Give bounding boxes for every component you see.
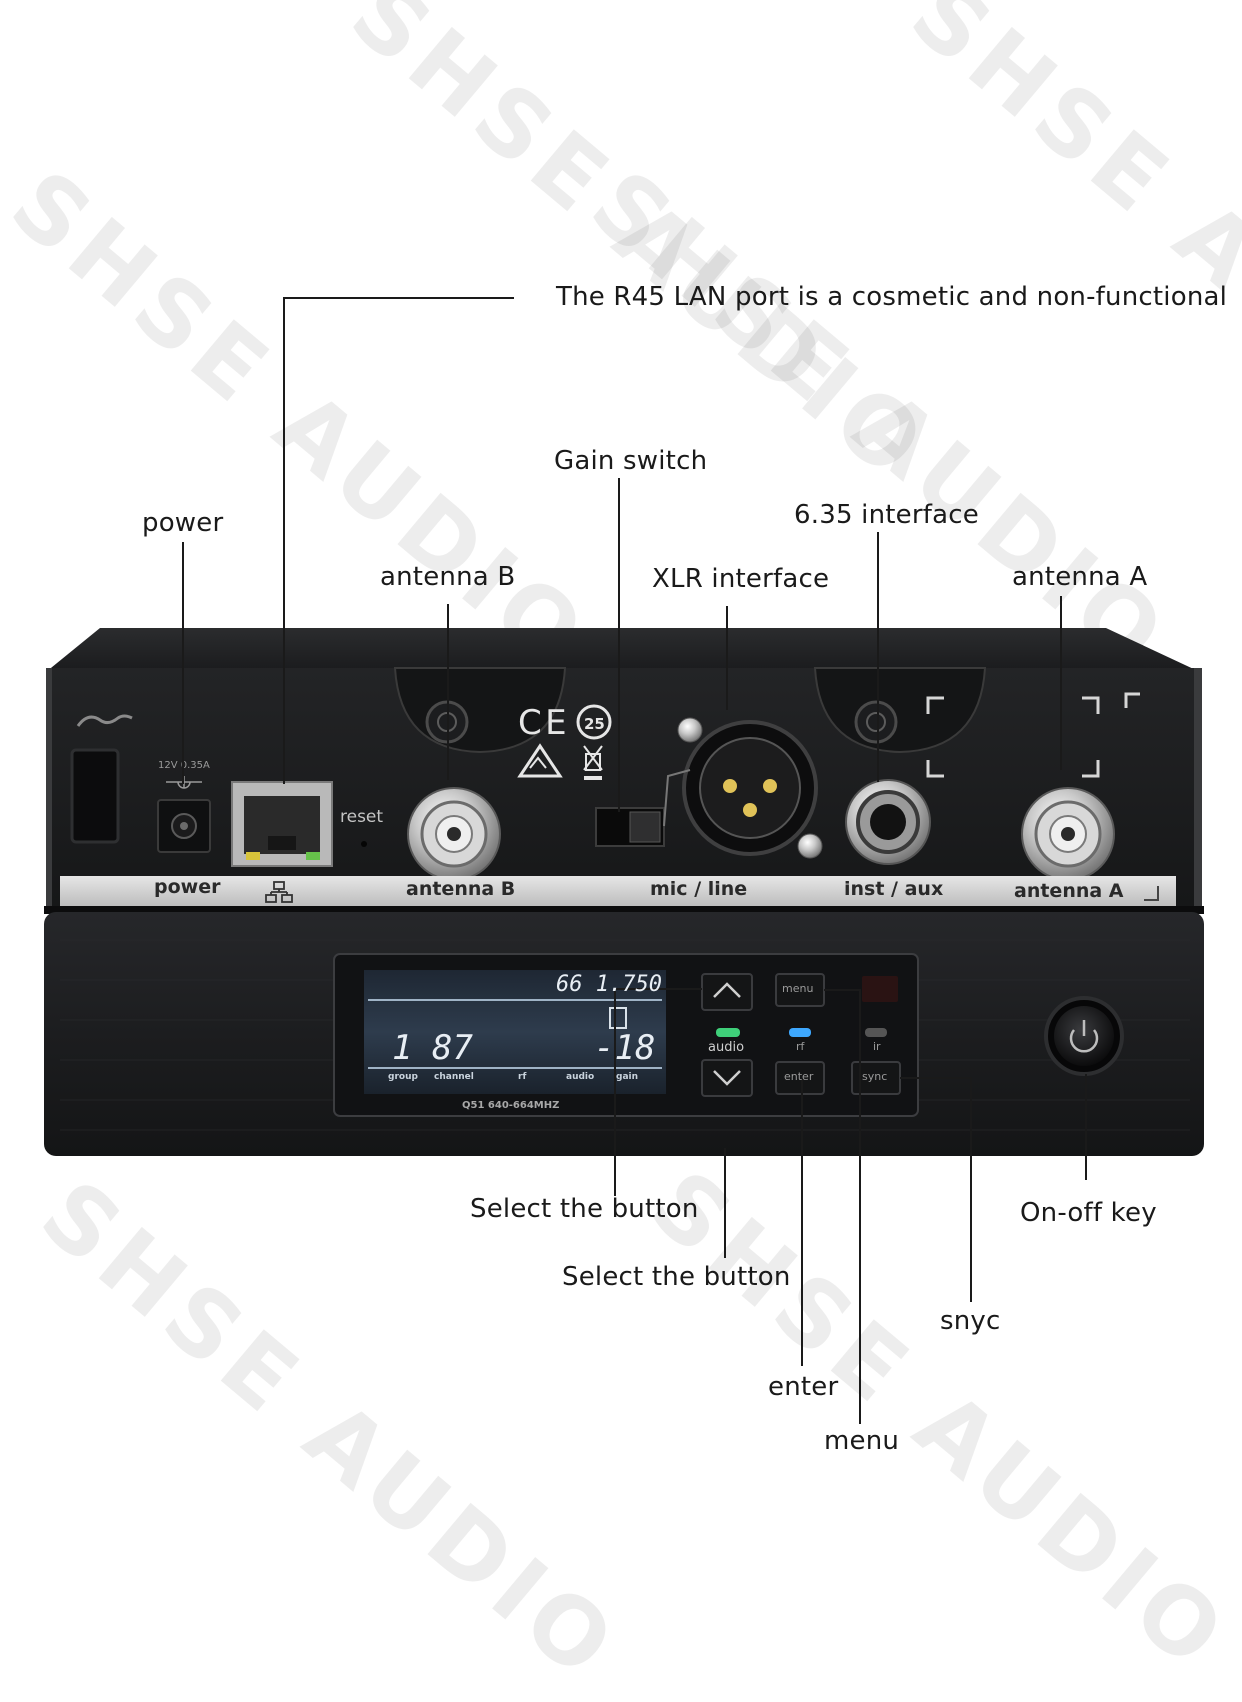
ir-window xyxy=(862,976,898,1002)
leader-lines xyxy=(182,297,1087,1424)
rear-antenna-a-label: antenna A xyxy=(1014,880,1124,902)
gain-switch-callout: Gain switch xyxy=(554,446,708,476)
gain-switch-slider xyxy=(629,811,661,843)
power-callout: power xyxy=(142,508,224,538)
rf-led-label: rf xyxy=(796,1040,805,1053)
select-button-down-callout: Select the button xyxy=(562,1262,791,1292)
menu-button-label: menu xyxy=(782,982,814,995)
jack-635-connector[interactable] xyxy=(845,779,931,865)
antenna-a-connector[interactable] xyxy=(1021,787,1115,881)
lcd-gain-value: -18 xyxy=(594,1028,656,1068)
jack-interface-callout: 6.35 interface xyxy=(794,500,979,530)
unit-separator xyxy=(44,906,1204,914)
select-button-up-callout: Select the button xyxy=(470,1194,699,1224)
rohs-25-icon xyxy=(576,704,612,740)
lcd-col-audio: audio xyxy=(566,1072,595,1082)
front-panel xyxy=(44,906,1204,1156)
switch-lead xyxy=(663,769,691,827)
lcd-group-value: 1 xyxy=(392,1028,413,1068)
strip-corner-mark xyxy=(1144,886,1159,901)
network-icon xyxy=(265,881,293,903)
screw-icon xyxy=(854,700,898,744)
xlr-screw-bottom xyxy=(797,833,823,859)
rear-panel: 12V 0.35A reset C E 25 xyxy=(46,628,1202,906)
rear-left-edge xyxy=(46,668,52,906)
xlr-screw-top xyxy=(677,717,703,743)
enter-callout: enter xyxy=(768,1372,839,1402)
weee-bar xyxy=(584,776,602,780)
enter-button-label: enter xyxy=(784,1070,814,1083)
rf-led-icon xyxy=(789,1028,811,1037)
lan-note-callout: The R45 LAN port is a cosmetic and non-f… xyxy=(556,282,1228,312)
lcd-col-group: group xyxy=(388,1072,418,1082)
rear-power-label: power xyxy=(154,876,221,898)
receiver-diagram: 12V 0.35A reset C E 25 xyxy=(44,297,1204,1424)
chevron-down-icon xyxy=(713,1070,741,1086)
audio-led-label: audio xyxy=(708,1040,745,1055)
brand-logo-icon xyxy=(76,714,133,727)
antenna-b-connector[interactable] xyxy=(407,787,501,881)
on-off-key-callout: On-off key xyxy=(1020,1198,1157,1228)
xlr-interface-callout: XLR interface xyxy=(652,564,830,594)
enter-button[interactable] xyxy=(775,1061,825,1095)
rear-chassis-top xyxy=(46,628,1200,672)
audio-led-icon xyxy=(716,1028,740,1037)
rohs-25-glyph: 25 xyxy=(584,715,605,733)
menu-callout: menu xyxy=(824,1426,900,1456)
rear-right-edge xyxy=(1194,668,1202,906)
lcd-col-rf: rf xyxy=(518,1072,527,1082)
lcd-frequency: 66 1.750 xyxy=(556,972,662,997)
lcd-col-channel: channel xyxy=(434,1072,474,1082)
reset-label: reset xyxy=(340,807,383,827)
lcd-battery-icon xyxy=(609,1007,627,1029)
sync-button-label: sync xyxy=(862,1070,888,1083)
corner-mark xyxy=(1124,692,1140,708)
reset-pinhole[interactable] xyxy=(361,841,367,847)
rear-chassis-face xyxy=(46,668,1202,906)
up-button[interactable] xyxy=(701,973,753,1011)
rcm-check xyxy=(529,756,547,769)
chevron-up-icon xyxy=(713,982,741,998)
power-rocker-switch[interactable] xyxy=(70,748,120,844)
ce-mark-icon: C E xyxy=(518,703,567,743)
antenna-a-callout: antenna A xyxy=(1012,562,1148,592)
rear-mic-line-label: mic / line xyxy=(650,878,748,900)
lcd-col-gain: gain xyxy=(616,1072,639,1082)
antenna-a-brackets xyxy=(926,696,1100,778)
rj45-led-left xyxy=(246,852,260,860)
rj45-led-right xyxy=(306,852,320,860)
ir-led-icon xyxy=(865,1028,887,1037)
rear-antenna-b-label: antenna B xyxy=(406,878,516,900)
leader-select-up xyxy=(614,988,702,1196)
snyc-callout: snyc xyxy=(940,1306,1001,1336)
xlr-connector[interactable] xyxy=(682,720,818,856)
power-icon xyxy=(1069,1029,1099,1053)
lcd-channel-value: 87 xyxy=(432,1028,473,1068)
leader-snyc xyxy=(900,1077,972,1302)
leader-menu xyxy=(824,989,861,1424)
antenna-b-callout: antenna B xyxy=(380,562,516,592)
ir-led-label: ir xyxy=(873,1040,881,1053)
dc-jack-pin xyxy=(180,822,188,830)
leader-lan xyxy=(283,297,514,784)
rcm-mark-icon xyxy=(517,743,563,778)
down-button[interactable] xyxy=(701,1059,753,1097)
rear-label-strip xyxy=(60,876,1176,906)
model-band-label: Q51 640-664MHZ xyxy=(462,1100,560,1111)
rear-inst-aux-label: inst / aux xyxy=(844,878,944,900)
weee-bin-icon xyxy=(583,745,603,771)
screw-head xyxy=(866,712,886,732)
power-rating-label: 12V 0.35A xyxy=(158,760,210,771)
rj45-latch xyxy=(268,836,296,850)
